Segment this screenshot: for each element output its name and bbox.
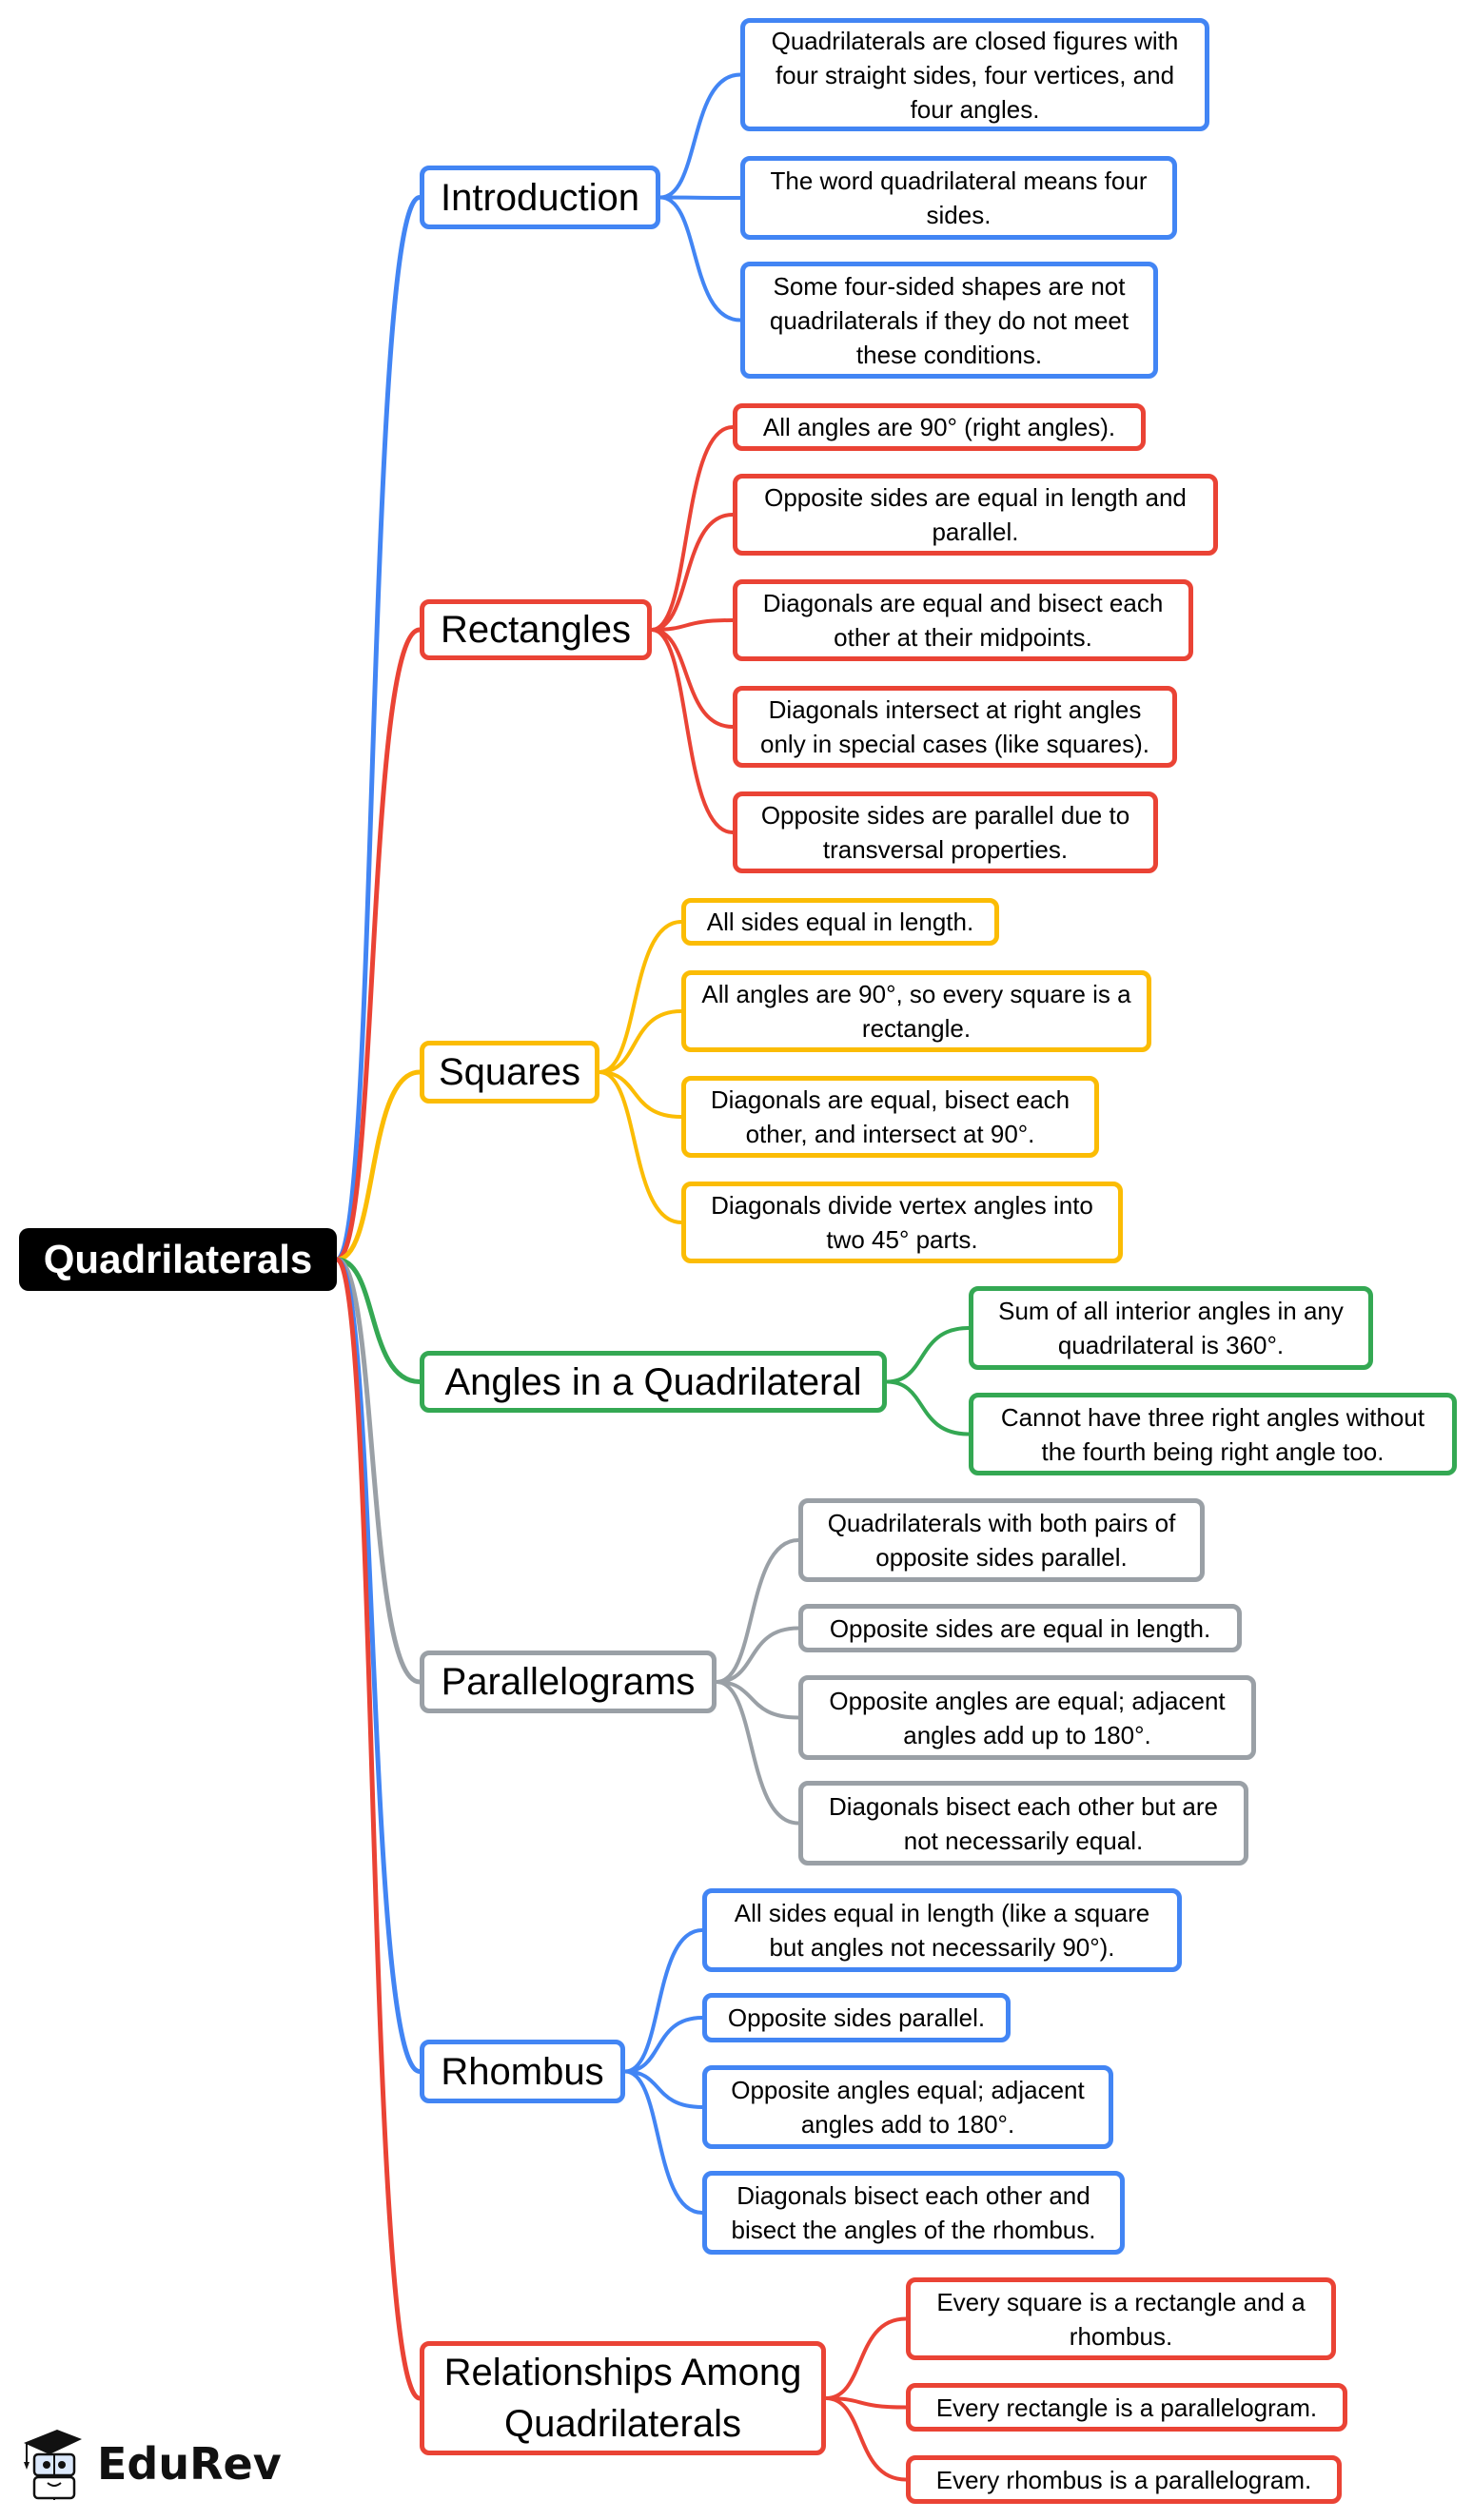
branch-node-rhombus[interactable]: Rhombus xyxy=(420,2040,625,2103)
branch-node-rectangles[interactable]: Rectangles xyxy=(420,599,652,660)
branch-node-introduction[interactable]: Introduction xyxy=(420,166,660,229)
leaf-connector xyxy=(824,2396,908,2482)
leaf-node[interactable]: Opposite sides are equal in length and p… xyxy=(733,474,1218,556)
leaf-connector xyxy=(598,920,683,1074)
leaf-connector xyxy=(824,2396,908,2410)
branch-connector xyxy=(334,1257,422,2401)
leaf-node[interactable]: Diagonals intersect at right angles only… xyxy=(733,686,1177,768)
leaf-connector xyxy=(658,195,742,322)
leaf-connector xyxy=(885,1379,971,1436)
leaf-node[interactable]: Diagonals bisect each other but are not … xyxy=(798,1781,1248,1866)
leaf-node[interactable]: Every rhombus is a parallelogram. xyxy=(906,2455,1342,2504)
leaf-connector xyxy=(658,195,742,200)
leaf-node[interactable]: Opposite sides parallel. xyxy=(702,1993,1011,2042)
leaf-node[interactable]: Diagonals divide vertex angles into two … xyxy=(681,1182,1123,1263)
leaf-connector xyxy=(650,628,735,834)
leaf-node[interactable]: Every square is a rectangle and a rhombu… xyxy=(906,2277,1336,2360)
edurev-logo: EduRev xyxy=(19,2426,285,2502)
leaf-connector xyxy=(650,513,735,632)
leaf-node[interactable]: Cannot have three right angles without t… xyxy=(969,1393,1457,1475)
leaf-connector xyxy=(885,1326,971,1384)
leaf-node[interactable]: Diagonals bisect each other and bisect t… xyxy=(702,2171,1125,2255)
leaf-node[interactable]: Quadrilaterals are closed figures with f… xyxy=(740,18,1209,131)
leaf-node[interactable]: Some four-sided shapes are not quadrilat… xyxy=(740,262,1158,379)
leaf-connector xyxy=(623,2016,704,2074)
branch-connector xyxy=(334,1069,422,1262)
leaf-node[interactable]: Sum of all interior angles in any quadri… xyxy=(969,1286,1373,1370)
leaf-connector xyxy=(623,2069,704,2215)
branch-connector xyxy=(334,1257,422,1384)
leaf-connector xyxy=(715,1538,800,1684)
leaf-node[interactable]: Opposite angles are equal; adjacent angl… xyxy=(798,1675,1256,1760)
leaf-node[interactable]: All angles are 90°, so every square is a… xyxy=(681,970,1151,1052)
branch-node-angles-in-a-quadrilateral[interactable]: Angles in a Quadrilateral xyxy=(420,1351,887,1413)
leaf-node[interactable]: Opposite angles equal; adjacent angles a… xyxy=(702,2065,1113,2149)
leaf-node[interactable]: Opposite sides are equal in length. xyxy=(798,1604,1242,1652)
leaf-connector xyxy=(598,1070,683,1119)
branch-node-squares[interactable]: Squares xyxy=(420,1041,599,1104)
leaf-node[interactable]: Opposite sides are parallel due to trans… xyxy=(733,791,1158,873)
branch-node-relationships-among-quadrilaterals[interactable]: Relationships Among Quadrilaterals xyxy=(420,2341,826,2455)
leaf-connector xyxy=(658,72,742,200)
leaf-connector xyxy=(650,628,735,729)
graduate-cap-icon xyxy=(24,2430,82,2500)
leaf-node[interactable]: All sides equal in length (like a square… xyxy=(702,1888,1182,1972)
leaf-connector xyxy=(623,1928,704,2074)
leaf-node[interactable]: Every rectangle is a parallelogram. xyxy=(906,2383,1347,2432)
branch-connector xyxy=(334,1257,422,1685)
logo-text: EduRev xyxy=(97,2438,282,2490)
leaf-connector xyxy=(715,1626,800,1684)
root-node[interactable]: Quadrilaterals xyxy=(19,1228,337,1291)
leaf-connector xyxy=(824,2316,908,2400)
leaf-node[interactable]: Diagonals are equal, bisect each other, … xyxy=(681,1076,1099,1158)
leaf-node[interactable]: The word quadrilateral means four sides. xyxy=(740,156,1177,240)
leaf-node[interactable]: Quadrilaterals with both pairs of opposi… xyxy=(798,1498,1205,1582)
leaf-connector xyxy=(650,425,735,632)
leaf-connector xyxy=(598,1070,683,1224)
leaf-node[interactable]: All sides equal in length. xyxy=(681,898,999,946)
leaf-connector xyxy=(650,618,735,632)
leaf-connector xyxy=(715,1680,800,1826)
leaf-connector xyxy=(715,1680,800,1720)
leaf-node[interactable]: All angles are 90° (right angles). xyxy=(733,403,1146,451)
branch-connector xyxy=(334,627,422,1262)
leaf-connector xyxy=(623,2069,704,2109)
branch-node-parallelograms[interactable]: Parallelograms xyxy=(420,1651,717,1713)
leaf-node[interactable]: Diagonals are equal and bisect each othe… xyxy=(733,579,1193,661)
leaf-connector xyxy=(598,1009,683,1074)
branch-connector xyxy=(334,195,422,1262)
